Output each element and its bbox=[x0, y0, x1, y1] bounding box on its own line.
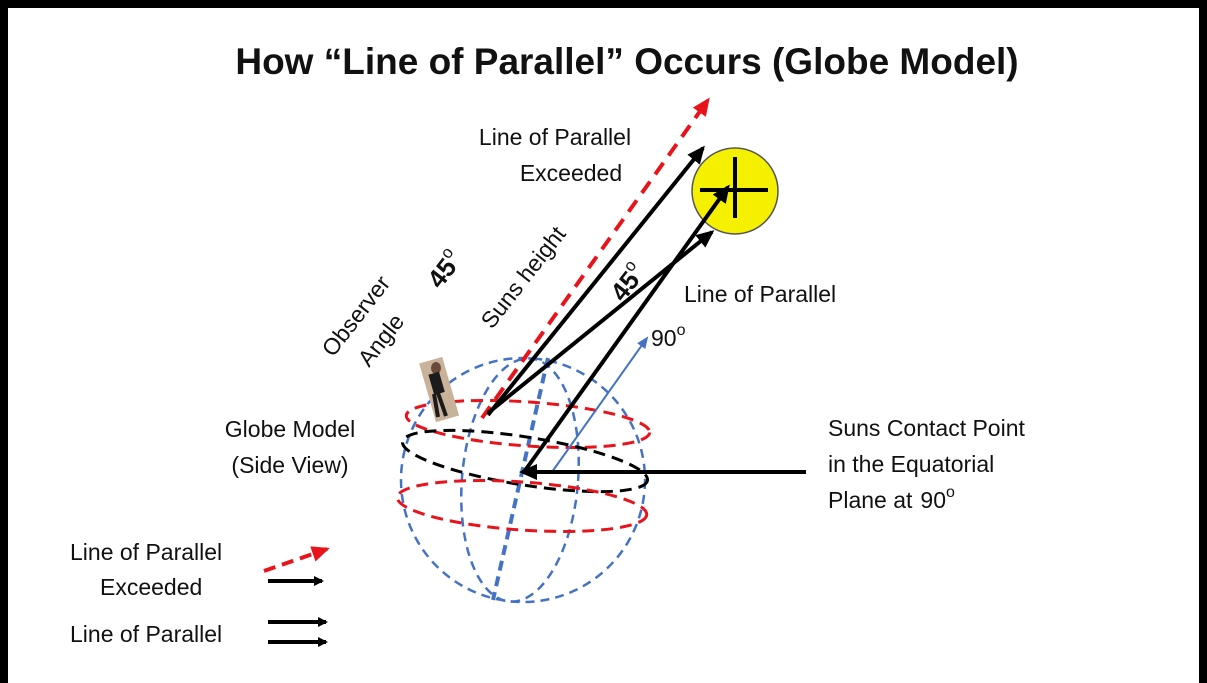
legend-red-dash-arrow bbox=[264, 549, 327, 571]
globe-meridian bbox=[452, 353, 589, 606]
red-parallel-lower bbox=[396, 473, 649, 538]
legend-exceeded-line2: Exceeded bbox=[100, 574, 202, 600]
observer-degree: 45o bbox=[419, 243, 469, 294]
exceeded-label-line2: Exceeded bbox=[520, 160, 622, 186]
page-title: How “Line of Parallel” Occurs (Globe Mod… bbox=[235, 41, 1018, 82]
exceeded-label-line1: Line of Parallel bbox=[479, 124, 631, 150]
legend-parallel-label: Line of Parallel bbox=[70, 621, 222, 647]
contact-label-line1: Suns Contact Point bbox=[828, 415, 1026, 441]
legend: Line of Parallel Exceeded Line of Parall… bbox=[70, 539, 327, 647]
legend-exceeded-line1: Line of Parallel bbox=[70, 539, 222, 565]
contact-label-line2: in the Equatorial bbox=[828, 451, 994, 477]
globe-label-line1: Globe Model bbox=[225, 416, 355, 442]
line-of-parallel-label: Line of Parallel bbox=[684, 281, 836, 307]
ninety-top-label: 90o bbox=[651, 322, 686, 351]
observer-figure bbox=[419, 357, 459, 422]
globe-label-line2: (Side View) bbox=[231, 452, 348, 478]
